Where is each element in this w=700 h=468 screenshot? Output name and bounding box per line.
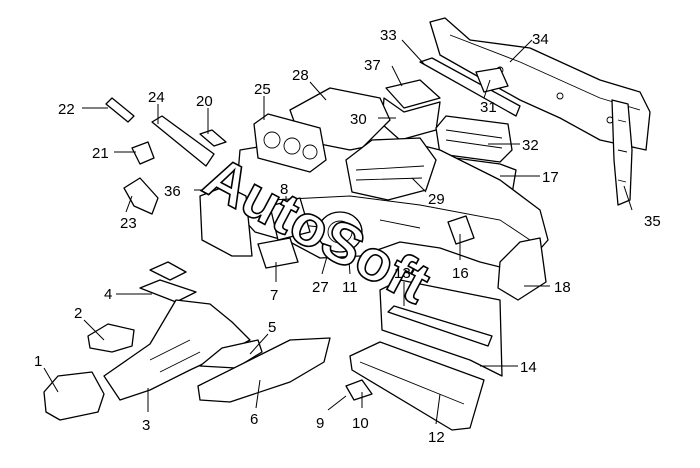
callout-34: 34 <box>532 31 549 48</box>
part-armrest <box>43 371 105 421</box>
part-console-side-trim <box>197 337 331 403</box>
callout-22: 22 <box>58 101 75 118</box>
part-switch-panel <box>269 197 311 241</box>
callout-17: 17 <box>542 169 559 186</box>
part-side-cover <box>199 185 253 257</box>
callout-31: 31 <box>480 99 497 116</box>
part-instrument-cluster <box>257 237 299 269</box>
callout-13: 13 <box>394 265 411 282</box>
callout-33: 33 <box>380 27 397 44</box>
callout-1: 1 <box>34 353 42 370</box>
part-tray <box>139 261 197 303</box>
part-side-panel <box>151 115 215 167</box>
callout-28: 28 <box>292 67 309 84</box>
callout-8: 8 <box>280 181 288 198</box>
part-upper-box <box>381 79 441 141</box>
part-small-vent <box>475 67 509 93</box>
part-center-vent-housing <box>345 137 437 201</box>
callout-20: 20 <box>196 93 213 110</box>
callout-16: 16 <box>452 265 469 282</box>
callout-27: 27 <box>312 279 329 296</box>
callout-37: 37 <box>364 57 381 74</box>
callout-9: 9 <box>316 415 324 432</box>
callout-11: 11 <box>342 279 358 296</box>
callout-12: 12 <box>428 429 445 446</box>
callout-29: 29 <box>428 191 445 208</box>
callout-2: 2 <box>74 305 82 322</box>
part-cupholder <box>87 323 135 353</box>
callout-32: 32 <box>522 137 539 154</box>
callout-10: 10 <box>352 415 369 432</box>
part-gear-panel <box>199 339 263 369</box>
callout-4: 4 <box>104 286 112 303</box>
callout-14: 14 <box>520 359 537 376</box>
part-beam-bracket <box>611 99 633 206</box>
callout-21: 21 <box>92 145 109 162</box>
part-bracket <box>123 177 159 215</box>
part-column-shroud <box>317 211 363 253</box>
part-trim-strip <box>387 305 493 347</box>
part-glove-box <box>349 341 485 431</box>
part-clip <box>131 141 155 165</box>
callout-18: 18 <box>554 279 571 296</box>
part-small-fitting <box>345 379 373 401</box>
leader-lines <box>43 39 633 425</box>
callout-25: 25 <box>254 81 271 98</box>
callout-35: 35 <box>644 213 661 230</box>
callout-5: 5 <box>268 319 276 336</box>
part-left-vents <box>253 113 327 173</box>
part-end-panel <box>497 237 547 301</box>
callout-30: 30 <box>350 111 367 128</box>
callout-3: 3 <box>142 417 150 434</box>
callout-6: 6 <box>250 411 258 428</box>
callout-36: 36 <box>164 183 181 200</box>
part-lower-trim <box>447 215 475 245</box>
callout-24: 24 <box>148 89 165 106</box>
part-center-console <box>103 299 251 401</box>
callout-23: 23 <box>120 215 137 232</box>
callout-numbers: 1 2 3 4 5 6 7 8 9 10 11 12 13 14 16 17 1… <box>34 27 661 446</box>
part-pin <box>105 97 135 123</box>
part-small-trim <box>199 129 227 147</box>
callout-7: 7 <box>270 287 278 304</box>
